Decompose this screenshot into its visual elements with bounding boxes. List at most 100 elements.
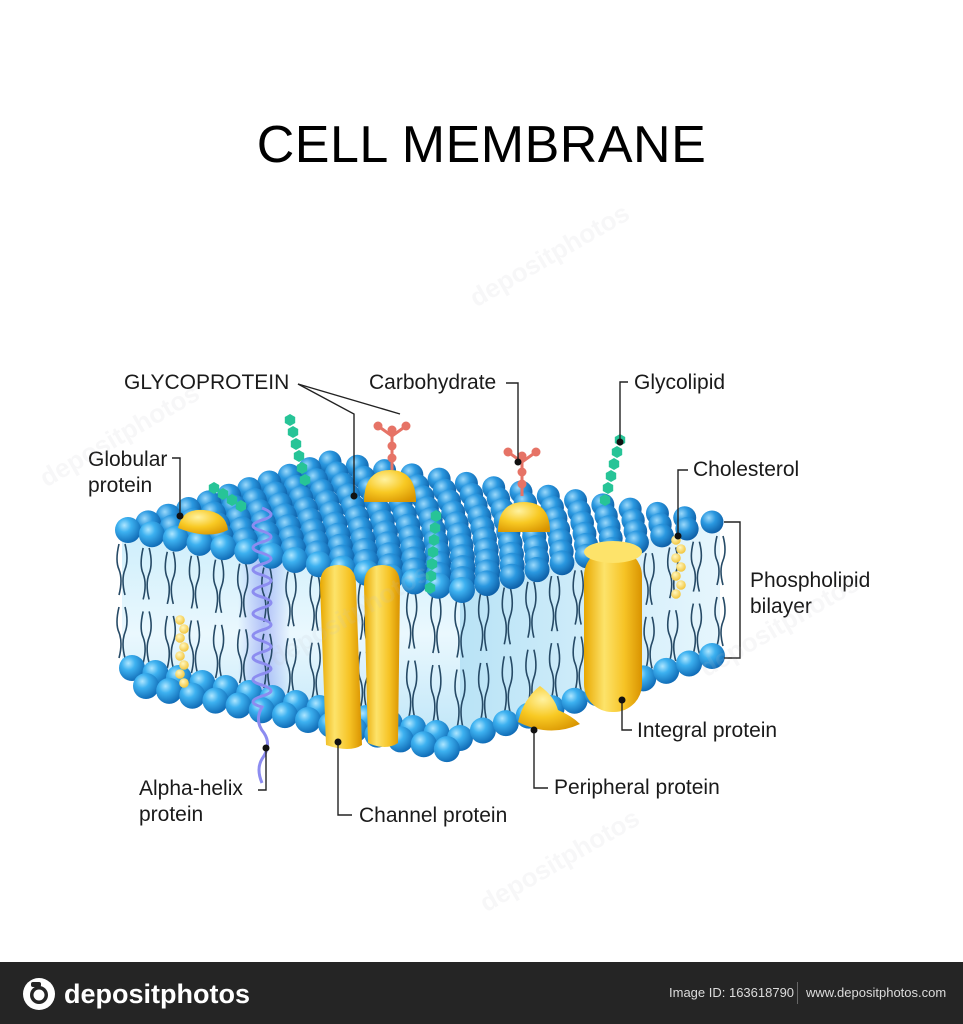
sugar-ring [608,458,620,470]
lipid-tail [164,551,177,605]
lipid-head [474,570,500,597]
lipid-tail [643,616,655,669]
carbohydrate-chain [284,414,311,486]
sugar-unit [517,479,527,489]
lipid-head [549,550,575,576]
label-phospholipid-bilayer-line2: bilayer [750,595,812,618]
lipid-head [156,677,183,704]
channel-protein-right [364,565,400,747]
footer-bar: depositphotos Image ID: 163618790 www.de… [0,962,963,1024]
leader-dot [350,492,358,500]
channel-glow [238,540,290,708]
lipid-head [138,521,165,548]
cholesterol-bead [179,660,189,670]
lipid-tail [572,570,584,625]
lipid-tail [164,615,177,669]
lipid-head [650,523,674,548]
sugar-unit [401,421,411,431]
lipid-head [119,655,145,681]
membrane-structures [175,414,686,784]
lipid-head [676,650,703,677]
leader-phospholipid-bilayer [724,521,741,659]
lipid-tail [309,642,321,699]
lipid-head [469,717,496,744]
lipid-tail [690,603,703,654]
lipid-head [492,710,519,737]
sugar-ring [226,494,238,506]
glycoprotein-sugar-tree [373,421,411,470]
lipid-head [499,563,525,590]
cholesterol-bead [175,615,185,625]
lipid-tail [501,587,514,645]
lipid-tail [212,624,225,679]
carbohydrate-chain [208,482,247,512]
sugar-unit [531,447,541,457]
lipid-tail [188,555,201,609]
lipid-tail [309,575,321,631]
leader-integral-protein [621,700,632,731]
lipid-tail [501,656,514,714]
leader-alpha-helix-protein [258,748,267,791]
leader-carbohydrate [506,382,519,462]
lipid-tail [666,609,679,662]
lipid-head [115,517,141,543]
sugar-ring [611,446,623,458]
lipid-tail [140,611,152,664]
sugar-unit [387,425,397,435]
integral-protein [584,548,642,712]
leader-dot [514,458,522,466]
cholesterol-bead [179,642,189,652]
lipid-tail [212,559,225,614]
leader-dot [618,696,626,704]
lipid-head [186,529,213,556]
lipid-tail [140,547,152,600]
carbohydrate-sugar-tree [503,447,541,496]
label-globular-protein-line1: Globular [88,448,168,471]
leader-dot [674,532,682,540]
leader-glycoprotein-branch [297,383,401,415]
channel-protein-left [320,565,362,749]
lipid-head [653,657,680,684]
lipid-tail [477,662,490,721]
peripheral-protein [518,686,580,731]
sugar-ring [290,438,302,450]
sugar-ring [208,482,220,494]
label-channel-protein: Channel protein [359,804,508,827]
lipid-tail [714,596,726,647]
sugar-ring [424,582,436,594]
leader-dot [262,744,270,752]
lipid-tail [690,541,703,592]
lipid-tail [714,535,726,586]
lipid-head [401,568,428,595]
sugar-ring [599,494,611,506]
lipid-tail [572,636,584,691]
lipid-tail [548,575,561,632]
lipid-head [225,692,252,719]
cholesterol-bead [175,633,185,643]
lipid-head [433,736,460,763]
footer-url[interactable]: www.depositphotos.com [806,985,947,1000]
leader-dot [334,738,342,746]
leader-glycoprotein [297,383,355,496]
sugar-ring [427,546,439,558]
footer-separator [797,982,798,1004]
cholesterol-bead [671,553,681,563]
sugar-ring [296,462,308,474]
footer-logo-text: depositphotos [64,978,250,1009]
sugar-ring [425,570,437,582]
lipid-head [410,731,437,758]
cholesterol-bead [676,580,686,590]
lipid-tail [236,563,249,618]
lipid-head [210,534,237,561]
lipid-tail [285,638,297,694]
lipid-tail [430,594,442,654]
lipid-tail [261,633,273,689]
lipid-head [561,687,588,714]
leader-dot [616,438,624,446]
cholesterol-bead [671,571,681,581]
sugar-ring [430,510,442,522]
sugar-unit [387,441,397,451]
footer-logo[interactable]: depositphotos [22,976,250,1012]
lipid-head [282,547,308,573]
lipid-tail [548,642,561,699]
